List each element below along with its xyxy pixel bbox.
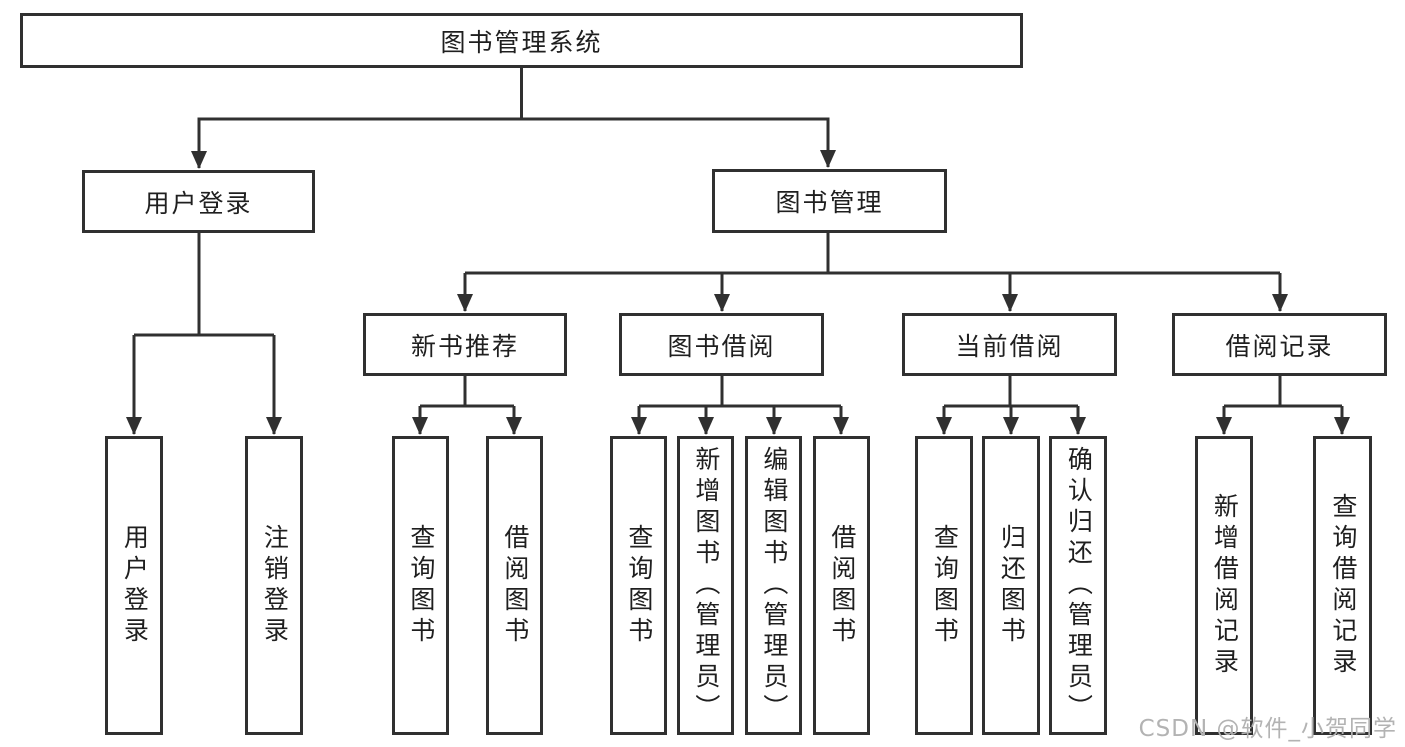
leaf-query-books-2-label: 查询图书 <box>624 523 654 648</box>
leaf-user-login-label: 用户登录 <box>120 523 150 648</box>
node-root-label: 图书管理系统 <box>440 27 603 57</box>
leaf-return-books: 归还图书 <box>982 436 1040 735</box>
leaf-borrow-books-2: 借阅图书 <box>813 436 870 735</box>
leaf-query-books-1: 查询图书 <box>392 436 449 735</box>
watermark: CSDN @软件_小贺同学 <box>1138 716 1397 742</box>
leaf-borrow-books-1-label: 借阅图书 <box>500 523 530 648</box>
leaf-query-borrow-record-label: 查询借阅记录 <box>1328 492 1358 679</box>
node-new-book-recommend: 新书推荐 <box>363 313 567 376</box>
leaf-query-books-3: 查询图书 <box>915 436 973 735</box>
node-book-management: 图书管理 <box>712 169 947 233</box>
leaf-return-books-label: 归还图书 <box>997 523 1027 648</box>
node-borrowing-records-label: 借阅记录 <box>1225 331 1334 361</box>
node-borrowing-records: 借阅记录 <box>1172 313 1387 376</box>
node-current-borrowing-label: 当前借阅 <box>955 331 1064 361</box>
leaf-edit-book-admin: 编辑图书（管理员） <box>745 436 802 735</box>
node-user-login-label: 用户登录 <box>144 188 253 218</box>
leaf-logout: 注销登录 <box>245 436 303 735</box>
leaf-logout-label: 注销登录 <box>260 523 290 648</box>
leaf-user-login: 用户登录 <box>105 436 163 735</box>
node-new-book-recommend-label: 新书推荐 <box>410 331 519 361</box>
leaf-query-books-2: 查询图书 <box>610 436 667 735</box>
node-root: 图书管理系统 <box>20 13 1023 68</box>
leaf-add-borrow-record: 新增借阅记录 <box>1195 436 1253 735</box>
leaf-add-borrow-record-label: 新增借阅记录 <box>1210 492 1240 679</box>
node-book-borrowing-label: 图书借阅 <box>667 331 776 361</box>
leaf-query-books-3-label: 查询图书 <box>930 523 960 648</box>
leaf-add-book-admin-label: 新增图书（管理员） <box>691 446 721 725</box>
node-book-management-label: 图书管理 <box>775 188 884 217</box>
leaf-confirm-return-admin: 确认归还（管理员） <box>1049 436 1107 735</box>
node-book-borrowing: 图书借阅 <box>619 313 824 376</box>
node-user-login: 用户登录 <box>82 170 315 233</box>
leaf-add-book-admin: 新增图书（管理员） <box>677 436 734 735</box>
leaf-query-books-1-label: 查询图书 <box>406 523 436 648</box>
leaf-confirm-return-admin-label: 确认归还（管理员） <box>1064 446 1094 725</box>
leaf-borrow-books-1: 借阅图书 <box>486 436 543 735</box>
node-current-borrowing: 当前借阅 <box>902 313 1117 376</box>
leaf-borrow-books-2-label: 借阅图书 <box>827 523 857 648</box>
leaf-query-borrow-record: 查询借阅记录 <box>1313 436 1372 735</box>
leaf-edit-book-admin-label: 编辑图书（管理员） <box>759 446 789 725</box>
